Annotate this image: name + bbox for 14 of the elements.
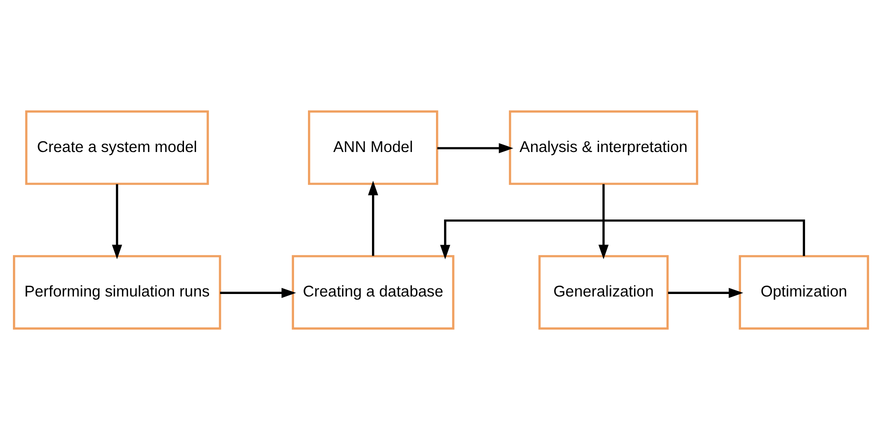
arrow <box>368 180 378 256</box>
node-box: Performing simulation runs <box>12 255 222 330</box>
arrow <box>668 288 744 298</box>
arrow <box>598 184 609 260</box>
arrow <box>437 143 514 154</box>
node-box: Optimization <box>738 255 870 330</box>
node-box: Creating a database <box>292 255 454 330</box>
arrow <box>220 288 296 298</box>
node-box: ANN Model <box>308 110 438 185</box>
arrow <box>112 184 122 260</box>
node-box: Analysis & interpretation <box>508 110 698 185</box>
node-box: Create a system model <box>25 110 209 185</box>
arrow <box>440 219 806 260</box>
node-box: Generalization <box>538 255 669 330</box>
